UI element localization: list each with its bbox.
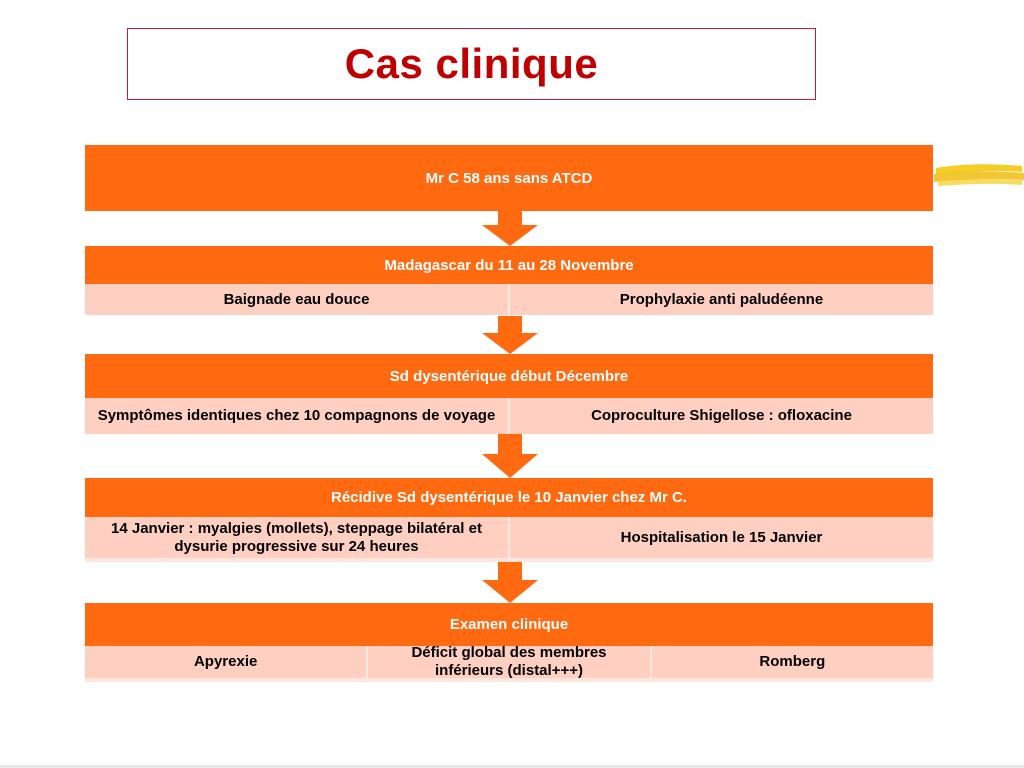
- down-arrow-icon: [482, 434, 538, 478]
- block-detail-row: Apyrexie Déficit global des membres infé…: [85, 646, 933, 678]
- down-arrow-icon: [482, 562, 538, 603]
- detail-cell: Baignade eau douce: [85, 284, 508, 315]
- down-arrow-icon: [482, 316, 538, 354]
- slide-title: Cas clinique: [345, 40, 598, 88]
- block-detail-row: Symptômes identiques chez 10 compagnons …: [85, 398, 933, 434]
- flow-block-exam: Examen clinique Apyrexie Déficit global …: [85, 603, 933, 682]
- block-header: Madagascar du 11 au 28 Novembre: [85, 246, 933, 284]
- detail-cell: Hospitalisation le 15 Janvier: [508, 517, 933, 558]
- down-arrow-icon: [482, 209, 538, 246]
- block-header: Sd dysentérique début Décembre: [85, 354, 933, 398]
- block-header: Récidive Sd dysentérique le 10 Janvier c…: [85, 478, 933, 517]
- detail-cell: Coproculture Shigellose : ofloxacine: [508, 398, 933, 434]
- flow-block-patient: Mr C 58 ans sans ATCD: [85, 145, 933, 211]
- block-detail-row: 14 Janvier : myalgies (mollets), steppag…: [85, 517, 933, 558]
- detail-cell: Prophylaxie anti paludéenne: [508, 284, 933, 315]
- block-header: Examen clinique: [85, 603, 933, 646]
- detail-cell: Symptômes identiques chez 10 compagnons …: [85, 398, 508, 434]
- detail-cell: 14 Janvier : myalgies (mollets), steppag…: [85, 517, 508, 558]
- detail-cell: Romberg: [650, 646, 933, 678]
- title-box: Cas clinique: [127, 28, 816, 100]
- flow-block-dysentery: Sd dysentérique début Décembre Symptômes…: [85, 354, 933, 434]
- highlighter-stroke-decoration: [934, 158, 1024, 190]
- block-header: Mr C 58 ans sans ATCD: [85, 145, 933, 211]
- detail-cell: Déficit global des membres inférieurs (d…: [366, 646, 649, 678]
- detail-cell: Apyrexie: [85, 646, 366, 678]
- flow-block-relapse: Récidive Sd dysentérique le 10 Janvier c…: [85, 478, 933, 562]
- block-detail-row: Baignade eau douce Prophylaxie anti palu…: [85, 284, 933, 315]
- flow-block-travel: Madagascar du 11 au 28 Novembre Baignade…: [85, 246, 933, 315]
